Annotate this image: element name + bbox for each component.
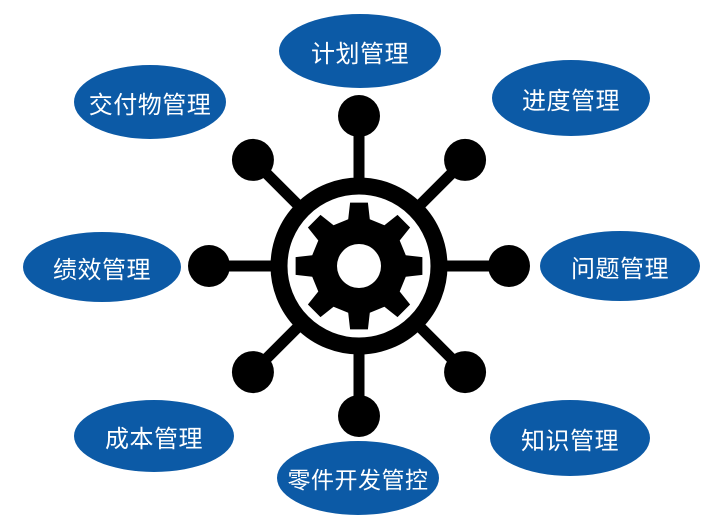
helm-knob [338, 395, 380, 437]
helm-knob [488, 245, 530, 287]
helm-knob [231, 351, 274, 394]
helm-knob [444, 351, 487, 394]
node-progress-management: 进度管理 [492, 60, 650, 136]
node-deliverables-management: 交付物管理 [74, 65, 226, 139]
gear-hole [337, 244, 381, 288]
gear-icon [295, 202, 423, 330]
helm-knob [338, 95, 380, 137]
helm-knob [231, 138, 274, 181]
node-issue-management: 问题管理 [540, 231, 700, 301]
node-performance-management: 绩效管理 [23, 232, 181, 302]
node-knowledge-management: 知识管理 [490, 400, 650, 476]
helm-knob [188, 245, 230, 287]
helm-knob [444, 138, 487, 181]
node-parts-development-control: 零件开发管控 [277, 441, 439, 515]
helm-rim [270, 177, 448, 355]
node-plan-management: 计划管理 [279, 14, 441, 88]
node-cost-management: 成本管理 [74, 400, 234, 472]
